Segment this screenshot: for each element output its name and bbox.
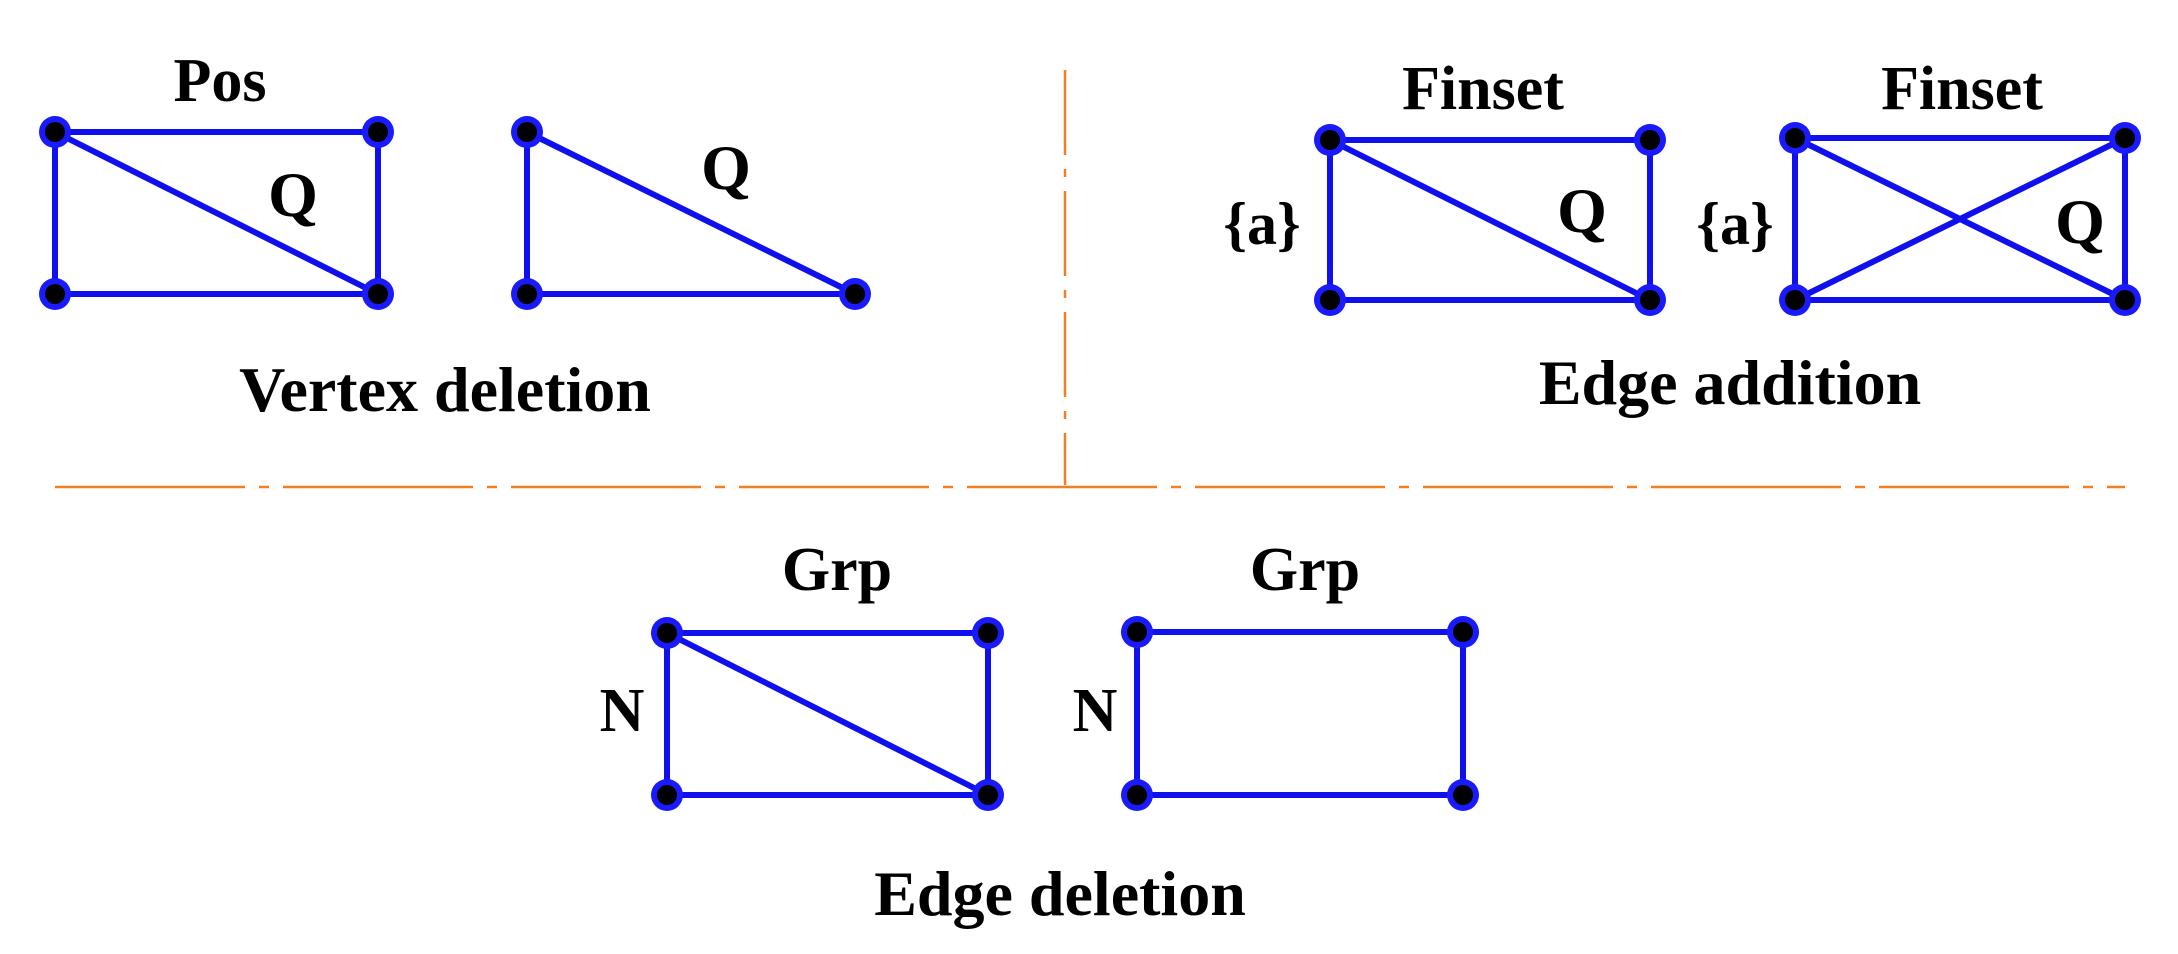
edge-deletion-panel: Grp N Grp N Edge deletion <box>600 536 1479 929</box>
vertex <box>362 116 394 148</box>
vertex <box>362 278 394 310</box>
vertex <box>39 278 71 310</box>
edge <box>1327 137 1653 303</box>
q-label: Q <box>2055 186 2105 257</box>
edge-addition-panel: Finset {a} Q Finset {a} Q Edge addition <box>1223 55 2141 418</box>
vertex <box>1121 779 1153 811</box>
vertex <box>972 617 1004 649</box>
edge-deletion-graph-before: Grp N <box>600 536 1004 811</box>
vertex <box>2109 284 2141 316</box>
pos-label: Pos <box>174 47 267 115</box>
vertex <box>1447 779 1479 811</box>
vertex-deletion-caption: Vertex deletion <box>239 354 651 425</box>
q-label: Q <box>1557 175 1607 246</box>
q-label: Q <box>268 159 318 230</box>
vertex <box>1634 124 1666 156</box>
grp-label: Grp <box>782 536 892 604</box>
edge <box>1792 135 2128 303</box>
vertex <box>1314 124 1346 156</box>
vertex-deletion-panel: Pos Q Q Vertex deletion <box>39 47 871 425</box>
edge-addition-graph-before: Finset {a} Q <box>1223 55 1666 316</box>
set-a-label: {a} <box>1696 191 1773 257</box>
vertex <box>1779 284 1811 316</box>
edge-addition-graph-after: Finset {a} Q <box>1696 55 2141 316</box>
n-label: N <box>600 677 645 745</box>
grp-label: Grp <box>1250 536 1360 604</box>
vertex <box>972 779 1004 811</box>
edge-addition-caption: Edge addition <box>1539 347 1921 418</box>
n-label: N <box>1073 677 1118 745</box>
vertex <box>1447 616 1479 648</box>
vertex <box>1634 284 1666 316</box>
vertex <box>2109 122 2141 154</box>
vertex <box>39 116 71 148</box>
vertex <box>651 779 683 811</box>
vertex-deletion-graph-before: Pos Q <box>39 47 394 310</box>
edge-deletion-caption: Edge deletion <box>874 858 1246 929</box>
q-label: Q <box>701 132 751 203</box>
set-a-label: {a} <box>1223 191 1300 257</box>
finset-label: Finset <box>1881 55 2043 123</box>
vertex <box>511 116 543 148</box>
edge-deletion-graph-after: Grp N <box>1073 536 1479 811</box>
finset-label: Finset <box>1402 55 1564 123</box>
vertex <box>1121 616 1153 648</box>
edge <box>664 630 991 798</box>
edge <box>52 129 381 297</box>
vertex <box>1779 122 1811 154</box>
vertex <box>511 278 543 310</box>
vertex <box>651 617 683 649</box>
edge <box>524 129 858 297</box>
vertex <box>839 278 871 310</box>
vertex-deletion-graph-after: Q <box>511 116 871 310</box>
vertex <box>1314 284 1346 316</box>
